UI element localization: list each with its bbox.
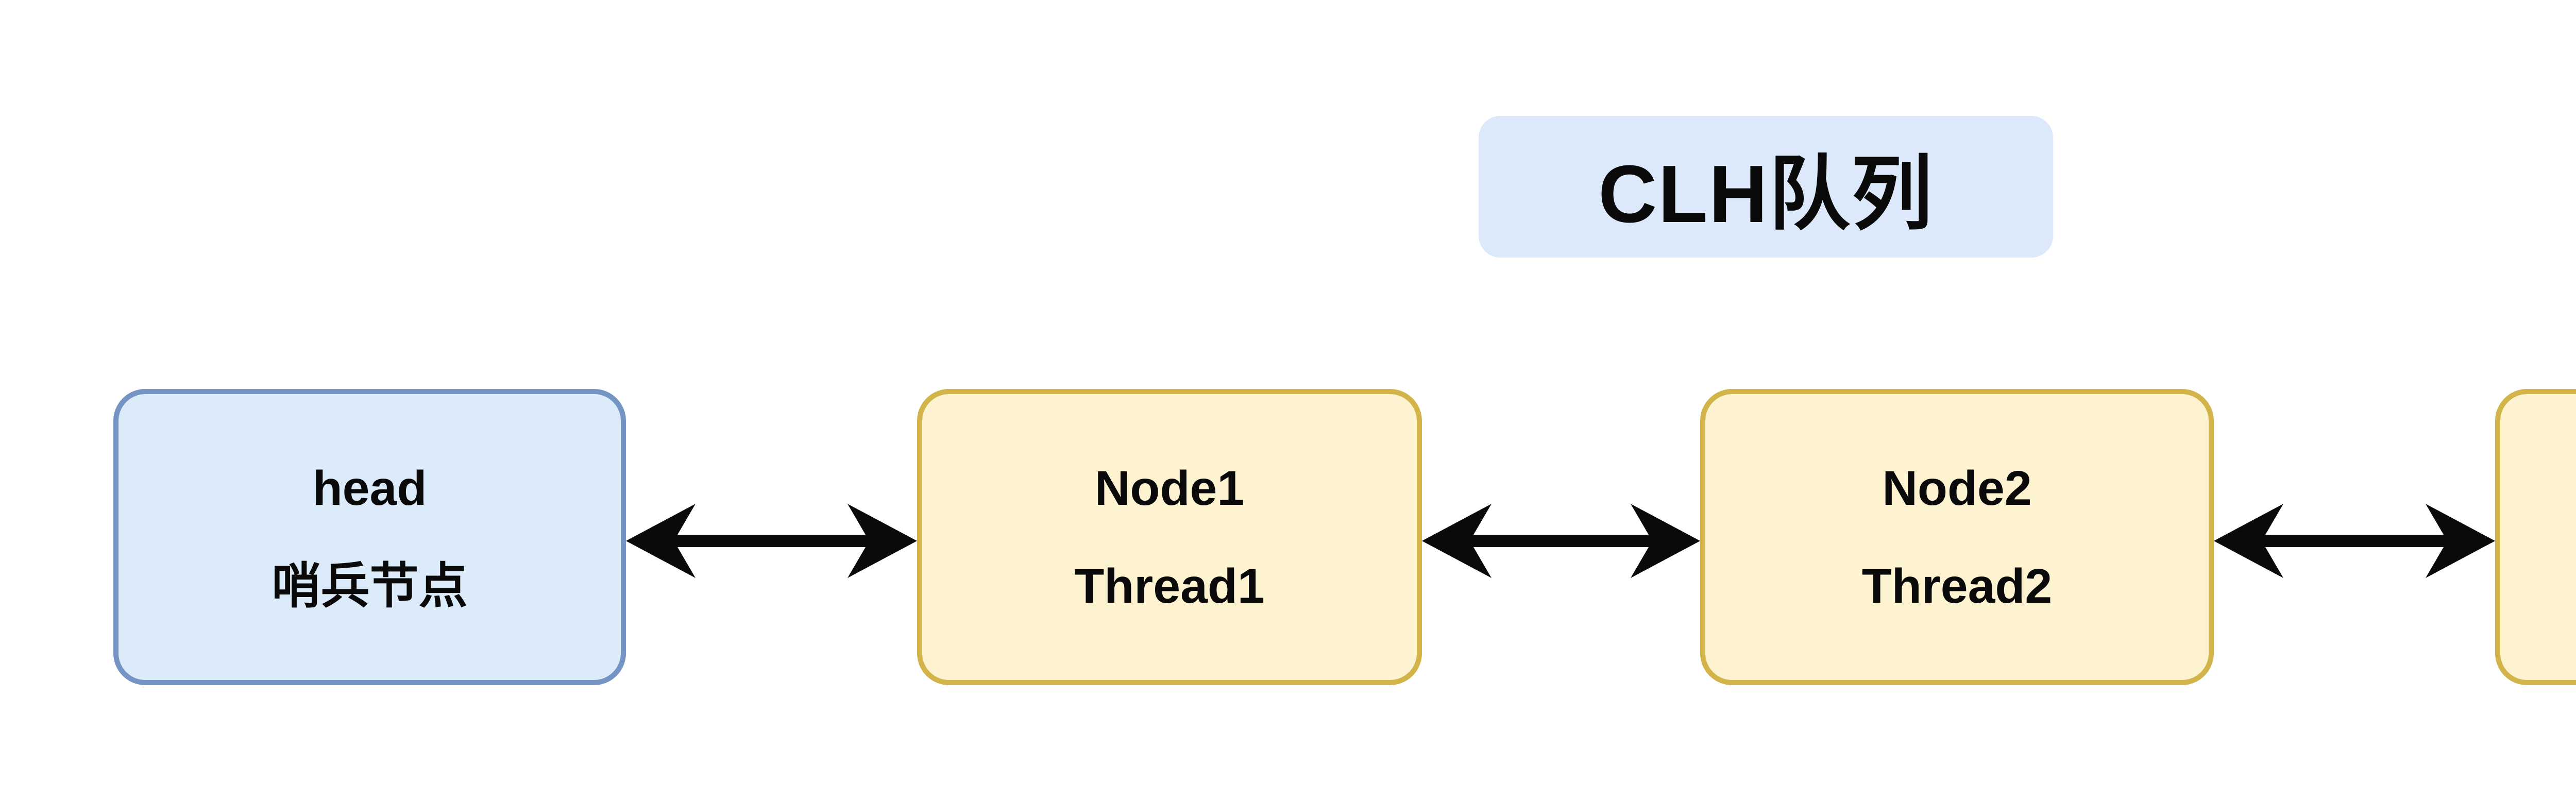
head-sentinel-node-box: head 哨兵节点 [113,389,626,685]
sentinel-node-label: 哨兵节点 [272,558,468,614]
title-box: CLH队列 [1479,116,2053,258]
thread2-label: Thread2 [1861,558,2053,614]
node1-label: Node1 [1094,461,1245,516]
node2-label: Node2 [1882,461,2032,516]
node2-box: Node2 Thread2 [1700,389,2214,685]
node3-box: Node3 Thread3 [2495,389,2576,685]
thread1-label: Thread1 [1074,558,1265,614]
double-arrow-node1-node2 [1422,504,1700,578]
double-arrow-node2-node3 [2214,504,2495,578]
diagram-title: CLH队列 [1598,149,1934,240]
double-arrow-head-node1 [626,504,917,578]
node1-box: Node1 Thread1 [917,389,1422,685]
head-label: head [312,461,427,516]
